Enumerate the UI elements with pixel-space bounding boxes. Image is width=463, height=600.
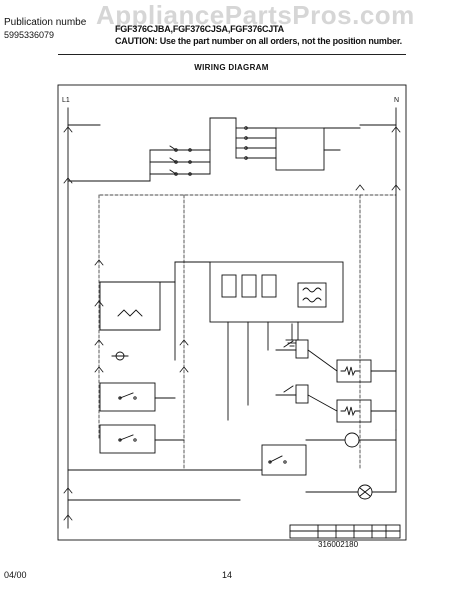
temperature-probe [117,309,143,317]
door-switch-a [99,382,156,412]
publication-number: 5995336079 [4,30,55,40]
lock-motor [344,432,360,448]
document-number: 316002180 [318,540,359,549]
l1-label: L1 [62,97,70,104]
broil-element [111,351,129,361]
model-list: FGF376CJBA,FGF376CJSA,FGF376CJTA [115,24,284,34]
door-switch-lower [261,444,307,476]
broil-switch [275,384,309,404]
spark-switches [235,126,277,160]
door-switch-b [99,424,156,454]
header-rule [58,54,406,55]
publication-label: Publication numbe [4,17,87,28]
spark-module [275,127,325,171]
terminal-arrows [63,126,401,521]
caution-note: CAUTION: Use the part number on all orde… [115,36,402,46]
contacts-table [289,524,401,539]
footer-page-number: 14 [222,570,233,580]
diagram-title: WIRING DIAGRAM [194,63,269,72]
footer-date: 04/00 [4,570,27,580]
watermark-text: AppliancePartsPros.com [96,0,415,30]
bake-element [295,339,309,359]
neutral-label: N [394,97,399,104]
bake-switch [275,340,297,351]
transformer [297,282,327,308]
electronic-oven-control [209,261,344,323]
diagram-frame [57,84,407,541]
